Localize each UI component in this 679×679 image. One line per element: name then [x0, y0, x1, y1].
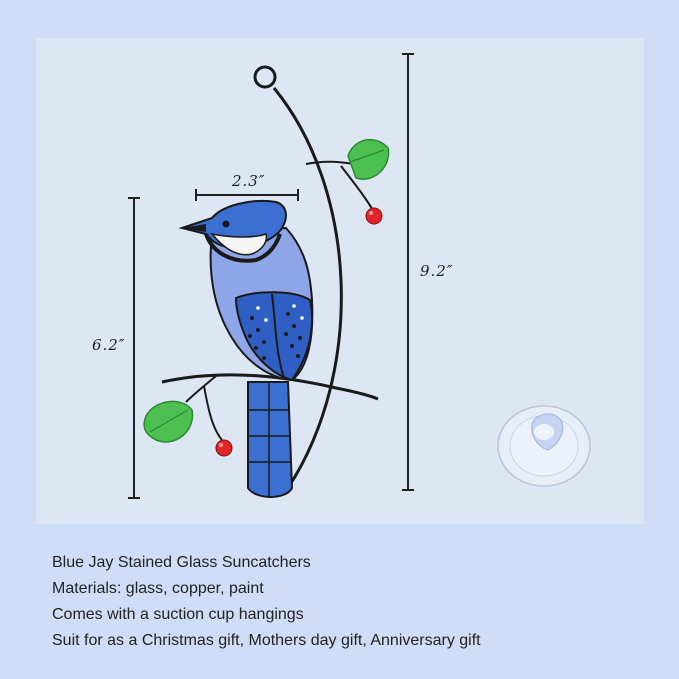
label-total-height: 9.2″ [420, 262, 453, 280]
hanging-wire [253, 65, 343, 489]
label-bird-height: 6.2″ [92, 336, 125, 354]
blue-jay-bird [178, 200, 314, 498]
product-caption: Blue Jay Stained Glass Suncatchers Mater… [52, 550, 481, 654]
caption-title: Blue Jay Stained Glass Suncatchers [52, 554, 311, 571]
product-illustration: 9.2″ 6.2″ 2.3″ [92, 53, 591, 499]
product-photo: 9.2″ 6.2″ 2.3″ [36, 38, 644, 524]
caption-gift: Suit for as a Christmas gift, Mothers da… [52, 632, 481, 649]
bottom-leaf-sprig [143, 400, 233, 457]
measure-total-height [402, 53, 414, 491]
measure-width [195, 189, 299, 201]
caption-hanging: Comes with a suction cup hangings [52, 606, 304, 623]
measure-bird-height [128, 197, 140, 499]
caption-materials: Materials: glass, copper, paint [52, 580, 264, 597]
top-leaf-sprig [305, 138, 390, 225]
suction-cup [497, 405, 591, 487]
label-width: 2.3″ [231, 172, 265, 190]
perch-branch [161, 373, 379, 441]
